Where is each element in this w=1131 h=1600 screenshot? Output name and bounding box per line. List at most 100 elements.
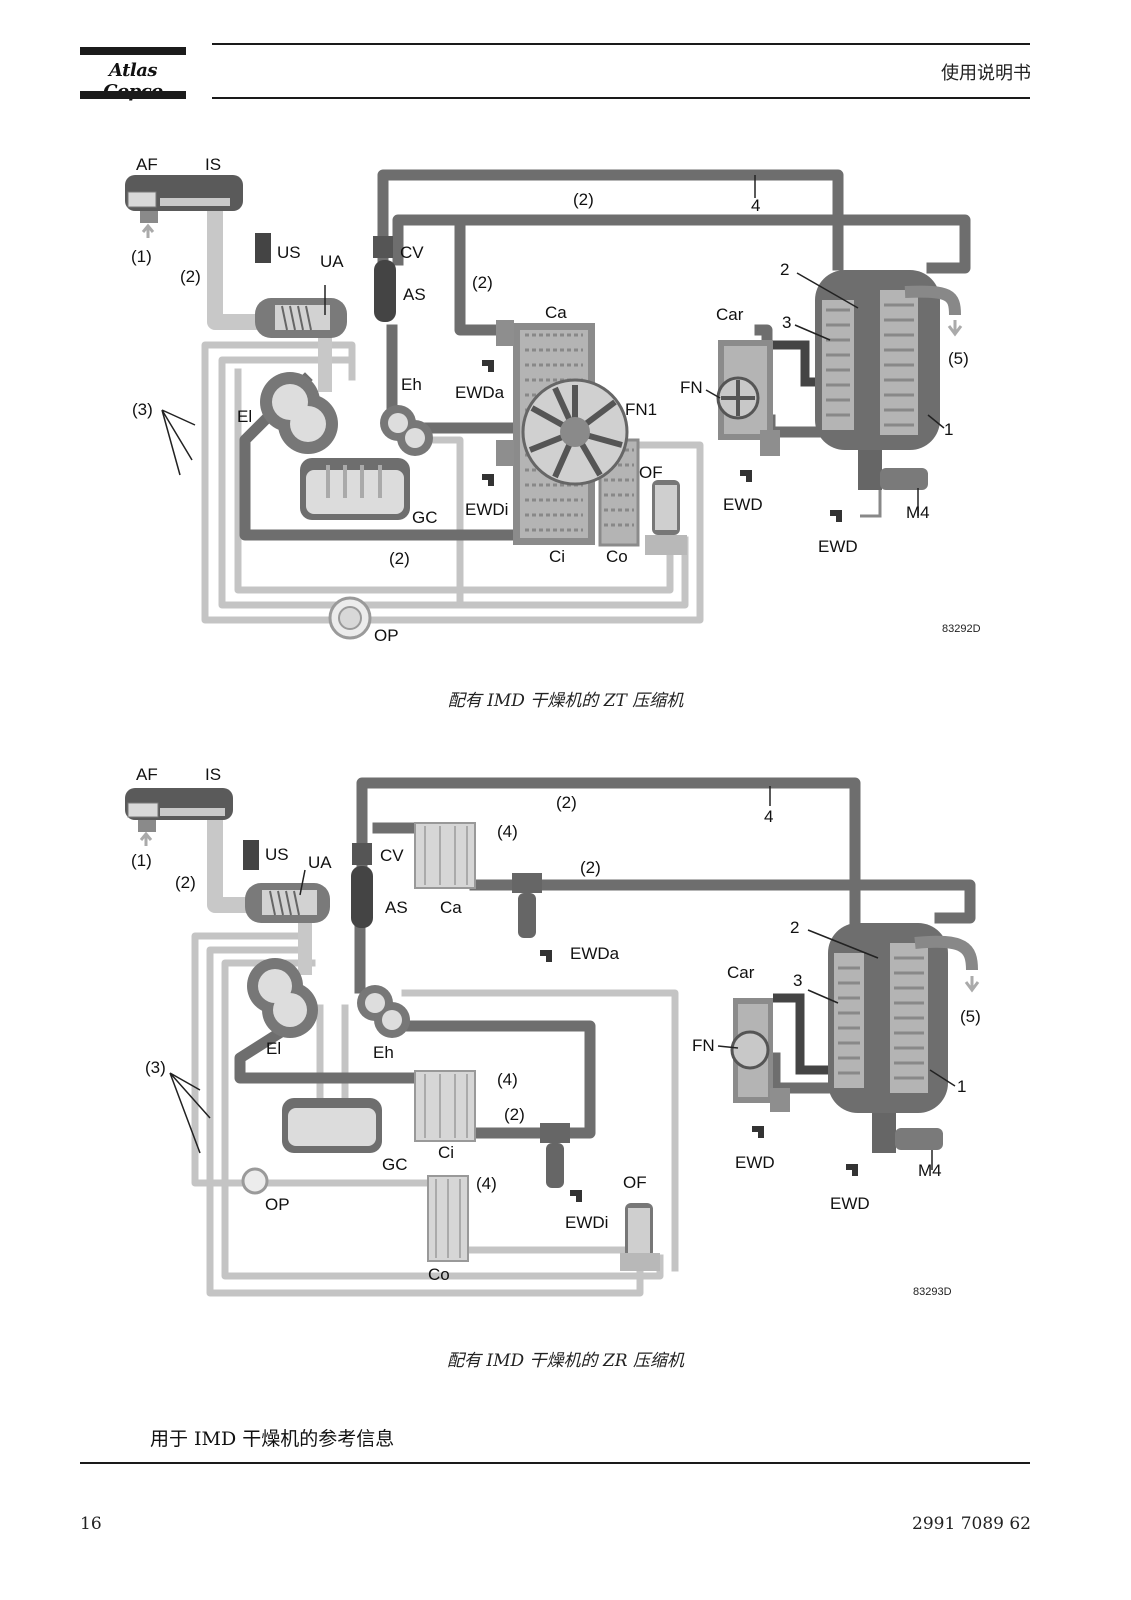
check-valve-cv [373, 236, 393, 258]
label-as: AS [403, 285, 426, 304]
label-af: AF [136, 155, 158, 174]
label-co: Co [606, 547, 628, 566]
silencer-us [243, 840, 259, 870]
dryer-condenser-car [716, 340, 773, 440]
label-p2d: (2) [389, 549, 410, 568]
label-op: OP [374, 626, 399, 645]
motor-m4 [895, 1128, 943, 1150]
silencer-us [255, 233, 271, 263]
label-p4a: (4) [497, 822, 518, 841]
label-p2a: (2) [180, 267, 201, 286]
aftercooler-ca [414, 822, 476, 889]
water-separator-a [512, 873, 552, 962]
label-n2: 2 [780, 260, 789, 279]
label-is: IS [205, 155, 221, 174]
drain-ewdi [496, 440, 514, 466]
caption-zt: 配有 IMD 干燥机的 ZT 压缩机 [447, 691, 684, 711]
air-separator-as [374, 260, 396, 322]
label-n3: 3 [782, 313, 791, 332]
label-n1: 1 [957, 1077, 966, 1096]
compressor-element-low [260, 372, 338, 454]
label-fn1: FN1 [625, 400, 657, 419]
label-ca: Ca [440, 898, 462, 917]
inlet-filter-af [125, 175, 243, 238]
label-ewd-a: EWD [723, 495, 763, 514]
label-p5: (5) [960, 1007, 981, 1026]
image-code-1: 83292D [942, 623, 981, 635]
compressor-element-high [357, 985, 410, 1038]
dryer-drain [760, 430, 780, 456]
label-m4: M4 [906, 503, 930, 522]
label-ewda: EWDa [570, 944, 620, 963]
label-n1: 1 [944, 420, 953, 439]
label-ci: Ci [438, 1143, 454, 1162]
caption-zr: 配有 IMD 干燥机的 ZR 压缩机 [447, 1351, 684, 1371]
zr-compressor-diagram: AF IS (1) (2) US UA CV AS Ca (4) (2) 4 (… [125, 765, 981, 1298]
label-cv: CV [380, 846, 404, 865]
label-p3: (3) [145, 1058, 166, 1077]
label-eh: Eh [373, 1043, 394, 1062]
label-gc: GC [412, 508, 438, 527]
label-p1: (1) [131, 247, 152, 266]
label-of: OF [623, 1173, 647, 1192]
label-el: El [266, 1039, 281, 1058]
zt-compressor-diagram: AF IS (1) (2) US UA CV AS (2) (2) 4 Ca E… [125, 155, 981, 645]
page-number: 16 [80, 1514, 102, 1534]
label-op: OP [265, 1195, 290, 1214]
label-ua: UA [320, 252, 344, 271]
check-valve-cv [352, 843, 372, 865]
label-ua: UA [308, 853, 332, 872]
oil-filter-of [645, 480, 687, 555]
label-p4c: (4) [476, 1174, 497, 1193]
label-car: Car [716, 305, 744, 324]
atlas-copco-logo: Atlas Copco [80, 47, 186, 102]
label-eh: Eh [401, 375, 422, 394]
oil-cooler-co [427, 1175, 469, 1262]
label-car: Car [727, 963, 755, 982]
label-as: AS [385, 898, 408, 917]
label-ewd-b: EWD [818, 537, 858, 556]
label-p2c: (2) [573, 190, 594, 209]
header-rule-top [212, 43, 1030, 45]
dryer-drain [770, 1088, 790, 1112]
label-ewda: EWDa [455, 383, 505, 402]
label-fn: FN [692, 1036, 715, 1055]
label-n4: 4 [764, 807, 773, 826]
document-number: 2991 7089 62 [912, 1514, 1031, 1534]
dryer-condenser-car [730, 998, 773, 1103]
label-p2c: (2) [580, 858, 601, 877]
label-gc: GC [382, 1155, 408, 1174]
intercooler-ci [414, 1070, 476, 1142]
image-code-2: 83293D [913, 1286, 952, 1298]
label-n3: 3 [793, 971, 802, 990]
oil-filter-of [620, 1203, 660, 1271]
fan-fn1 [521, 378, 629, 486]
drain-ewda [496, 320, 514, 346]
label-of: OF [639, 463, 663, 482]
label-p3: (3) [132, 400, 153, 419]
imd-dryer-drum [828, 923, 980, 1176]
label-n4: 4 [751, 196, 760, 215]
label-co: Co [428, 1265, 450, 1284]
air-separator-as [351, 866, 373, 928]
section-note: 用于 IMD 干燥机的参考信息 [150, 1428, 395, 1450]
label-ewd-b: EWD [830, 1194, 870, 1213]
label-us: US [277, 243, 301, 262]
oil-pump-op [241, 1167, 269, 1195]
label-n2: 2 [790, 918, 799, 937]
label-cv: CV [400, 243, 424, 262]
label-ewdi: EWDi [565, 1213, 608, 1232]
inlet-filter-af [125, 788, 233, 846]
label-p2b: (2) [556, 793, 577, 812]
compressor-element-high [380, 405, 433, 456]
label-p5: (5) [948, 349, 969, 368]
unloader-ua [255, 298, 347, 338]
label-is: IS [205, 765, 221, 784]
label-p2d: (2) [504, 1105, 525, 1124]
label-ca: Ca [545, 303, 567, 322]
gear-casing-gc [282, 1098, 382, 1153]
label-p1: (1) [131, 851, 152, 870]
water-separator-i [540, 1123, 582, 1202]
label-ewdi: EWDi [465, 500, 508, 519]
label-us: US [265, 845, 289, 864]
